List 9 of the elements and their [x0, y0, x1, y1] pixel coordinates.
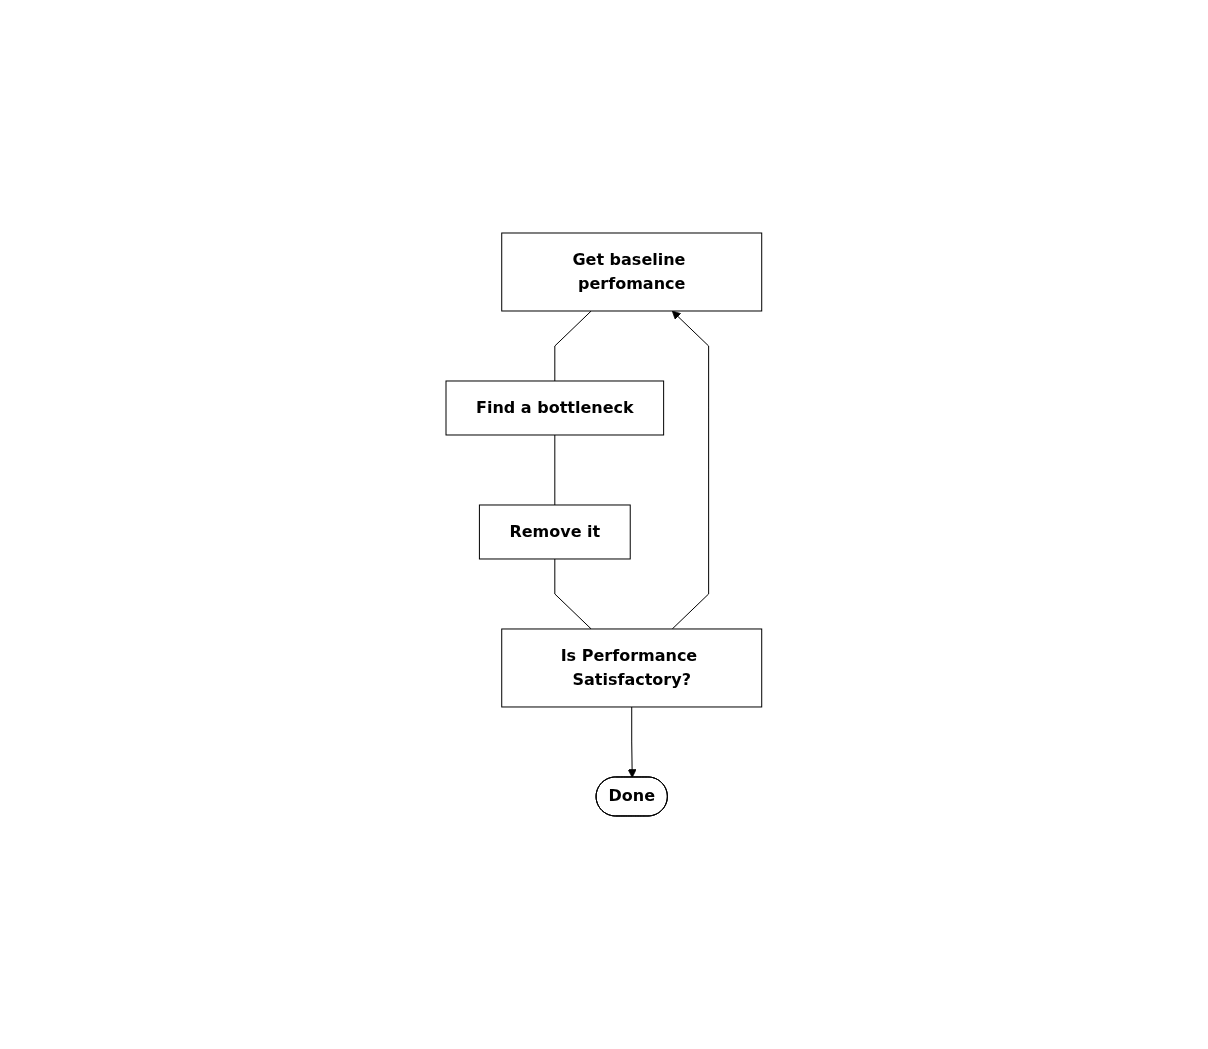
- connector: [554, 558, 592, 630]
- node-box: Is Performance Satisfactory?: [501, 628, 763, 708]
- node-box: Remove it: [479, 504, 631, 560]
- connector: [554, 434, 556, 506]
- arrow: [627, 706, 637, 778]
- arrow: [671, 310, 710, 630]
- node-box: Get baseline perfomance: [501, 232, 763, 312]
- node-box: Find a bottleneck: [445, 380, 665, 436]
- connector: [554, 310, 592, 382]
